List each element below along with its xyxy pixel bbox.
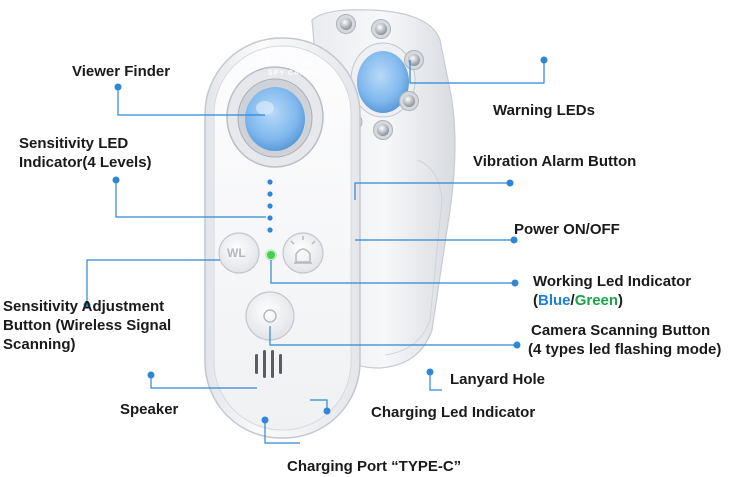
label-viewer-finder: Viewer Finder bbox=[72, 63, 171, 80]
front-device bbox=[204, 37, 361, 439]
label-working-led-line1: Working Led Indicator bbox=[533, 273, 692, 290]
label-warning-leds: Warning LEDs bbox=[493, 102, 595, 119]
leader-dots bbox=[83, 56, 548, 424]
label-camera-scan-line1: Camera Scanning Button bbox=[531, 322, 711, 339]
label-sensitivity-adjust-line2: Button (Wireless Signal bbox=[3, 317, 172, 334]
label-vibration-alarm: Vibration Alarm Button bbox=[473, 153, 637, 170]
label-charging-port: Charging Port “TYPE-C” bbox=[287, 458, 462, 475]
working-led-slash: / bbox=[570, 292, 575, 309]
wl-button-text: WL bbox=[227, 246, 246, 260]
leader-lines bbox=[86, 60, 545, 444]
working-led-close: ) bbox=[618, 292, 624, 309]
vibration-alarm-icon bbox=[290, 236, 316, 264]
label-speaker: Speaker bbox=[120, 401, 179, 418]
label-power: Power ON/OFF bbox=[514, 221, 620, 238]
speaker-grille bbox=[255, 350, 282, 378]
watermark-sub: SPY CAMERA bbox=[268, 70, 325, 77]
label-sensitivity-led-line2: Indicator(4 Levels) bbox=[19, 154, 152, 171]
label-charging-led: Charging Led Indicator bbox=[371, 404, 536, 421]
label-working-led-line2: (Blue/Green) bbox=[533, 291, 623, 310]
label-camera-scan-line2: (4 types led flashing mode) bbox=[528, 341, 722, 358]
label-sensitivity-adjust-line3: Scanning) bbox=[3, 336, 76, 353]
label-sensitivity-adjust-line1: Sensitivity Adjustment bbox=[3, 298, 165, 315]
label-lanyard-hole: Lanyard Hole bbox=[450, 371, 546, 388]
watermark-brand: SAFETY NET bbox=[258, 58, 324, 68]
working-led-green: Green bbox=[574, 292, 619, 309]
working-led-open: ( bbox=[533, 292, 538, 309]
working-led-blue: Blue bbox=[538, 292, 571, 309]
label-sensitivity-led-line1: Sensitivity LED bbox=[19, 135, 129, 152]
